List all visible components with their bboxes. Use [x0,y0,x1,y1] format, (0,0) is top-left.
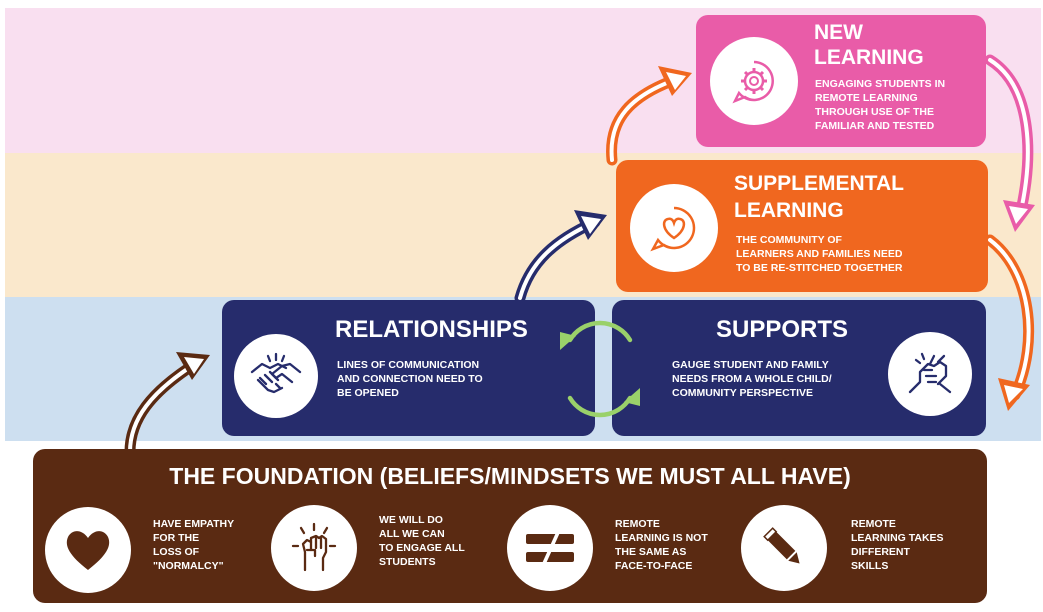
supports-description: GAUGE STUDENT AND FAMILY NEEDS FROM A WH… [672,359,832,399]
new-learning-title-line2: LEARNING [814,46,924,69]
foundation-item-not-same: REMOTE LEARNING IS NOT THE SAME AS FACE-… [615,518,708,572]
clasped-hands-icon [888,332,972,416]
supplemental-description: THE COMMUNITY OF LEARNERS AND FAMILIES N… [736,234,903,274]
raised-fist-icon [271,505,357,591]
foundation-title: THE FOUNDATION (BELIEFS/MINDSETS WE MUST… [169,463,851,489]
heart-speech-bubble-icon [630,184,718,272]
foundation-item-empathy: HAVE EMPATHY FOR THE LOSS OF "NORMALCY" [153,518,235,572]
relationships-description: LINES OF COMMUNICATION AND CONNECTION NE… [337,359,483,399]
new-learning-description: ENGAGING STUDENTS IN REMOTE LEARNING THR… [815,78,946,132]
handshake-icon [234,334,318,418]
foundation-box: THE FOUNDATION (BELIEFS/MINDSETS WE MUST… [33,449,987,603]
supports-box: SUPPORTS GAUGE STUDENT AND FAMILY NEEDS … [612,300,986,436]
relationships-box: RELATIONSHIPS LINES OF COMMUNICATION AND… [222,300,595,436]
supports-title: SUPPORTS [716,316,849,343]
foundation-item-engage: WE WILL DO ALL WE CAN TO ENGAGE ALL STUD… [379,514,465,568]
not-equal-icon [507,505,593,591]
new-learning-box: NEW LEARNING ENGAGING STUDENTS IN REMOTE… [696,15,986,147]
gear-speech-bubble-icon [710,37,798,125]
new-learning-title-line1: NEW [814,21,863,44]
supplemental-learning-box: SUPPLEMENTAL LEARNING THE COMMUNITY OF L… [616,160,988,292]
heart-icon [45,507,131,593]
supplemental-title-line2: LEARNING [734,199,844,222]
foundation-item-skills: REMOTE LEARNING TAKES DIFFERENT SKILLS [851,518,944,572]
relationships-title: RELATIONSHIPS [335,316,528,343]
pencil-icon [741,505,827,591]
supplemental-title-line1: SUPPLEMENTAL [734,172,904,195]
